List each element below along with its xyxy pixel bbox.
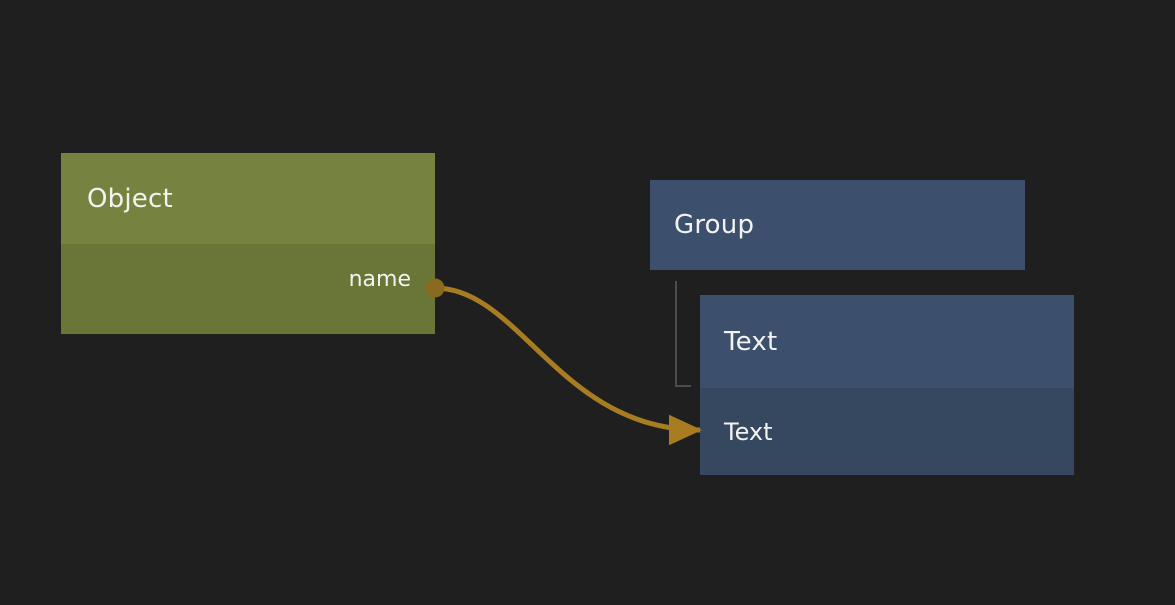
node-text-body: Text xyxy=(700,388,1074,475)
node-group[interactable]: Group xyxy=(650,180,1025,270)
node-object-title: Object xyxy=(87,183,173,214)
hierarchy-bracket xyxy=(675,281,691,387)
node-text-header[interactable]: Text xyxy=(700,295,1074,388)
port-label-name: name xyxy=(348,266,411,292)
node-group-title: Group xyxy=(674,210,755,240)
node-object-header[interactable]: Object xyxy=(61,153,435,244)
node-group-header[interactable]: Group xyxy=(650,180,1025,270)
node-text-title: Text xyxy=(724,326,778,357)
node-object-body: name xyxy=(61,244,435,334)
port-row-name[interactable]: name xyxy=(61,244,435,314)
node-object[interactable]: Object name xyxy=(61,153,435,334)
port-label-text: Text xyxy=(724,417,773,446)
edge-object-name-to-text[interactable] xyxy=(434,285,702,446)
node-text[interactable]: Text Text xyxy=(700,295,1074,475)
